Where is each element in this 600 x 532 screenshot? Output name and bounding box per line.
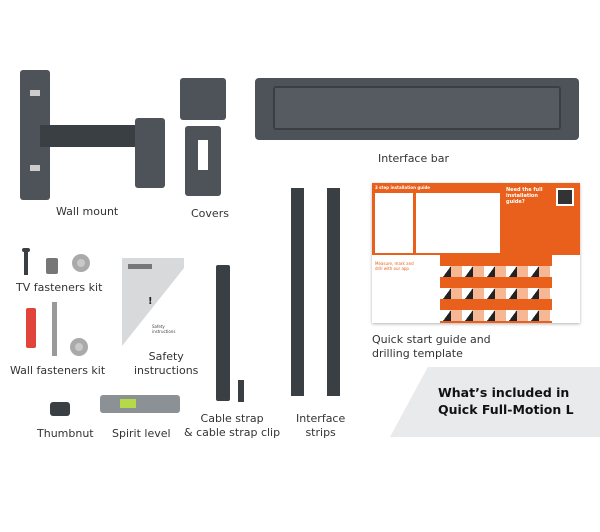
banner-line2: Quick Full-Motion L — [438, 402, 574, 417]
banner-line1: What’s included in — [438, 385, 570, 400]
spirit-level-image — [100, 395, 180, 413]
wall-fasteners-image — [22, 302, 92, 358]
thumbnut-label: Thumbnut — [37, 427, 94, 440]
covers-label: Covers — [191, 207, 229, 220]
interface-strip-left — [291, 188, 304, 396]
covers-image — [180, 78, 226, 196]
cable-strap-label: Cable strap & cable strap clip — [184, 412, 281, 439]
wall-fasteners-label: Wall fasteners kit — [10, 364, 106, 377]
wall-mount-image — [15, 70, 175, 205]
qr-code-icon — [556, 188, 574, 206]
cable-strap-image — [216, 265, 230, 401]
interface-bar-label: Interface bar — [378, 152, 449, 165]
wall-mount-label: Wall mount — [56, 205, 119, 218]
interface-strips-label: Interface strips — [296, 412, 346, 439]
guide-title: 3 step installation guide — [375, 185, 431, 190]
card-text: Safety instructions — [152, 324, 176, 334]
thumbnut-image — [50, 402, 70, 416]
safety-label: Safety instructions — [134, 350, 199, 377]
quick-start-label: Quick start guide and drilling template — [372, 333, 491, 360]
safety-instructions-image: ! Safety instructions — [122, 258, 184, 346]
quick-start-guide-image: 3 step installation guide Need the full … — [372, 183, 580, 323]
tv-fasteners-label: TV fasteners kit — [16, 281, 103, 294]
guide-app: Measure, mark and drill with our app — [375, 261, 414, 271]
interface-strip-right — [327, 188, 340, 396]
interface-bar-image — [255, 78, 579, 140]
cable-strap-clip-image — [238, 380, 244, 402]
banner: What’s included in Quick Full-Motion L — [390, 367, 600, 437]
guide-need: Need the full installation guide? — [506, 187, 543, 205]
tv-fasteners-image — [20, 248, 92, 278]
spirit-level-label: Spirit level — [112, 427, 171, 440]
